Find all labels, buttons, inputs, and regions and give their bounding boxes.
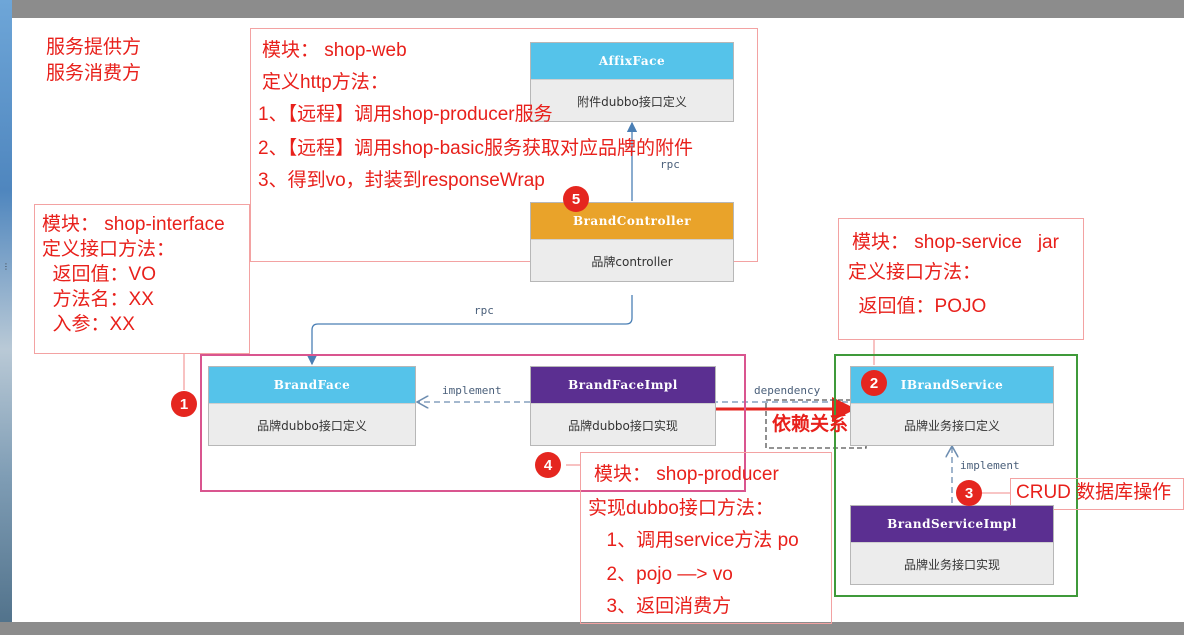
shop-producer-line-2: 实现dubbo接口方法： [588,498,774,519]
rpc-down-line [306,295,633,366]
brandfaceimpl-desc: 品牌dubbo接口实现 [531,403,715,446]
desktop-background-strip [0,0,12,635]
affixface-name: AffixFace [531,43,733,79]
shop-web-line-5: 3、得到vo，封装到responseWrap [258,170,545,191]
shop-web-line-3: 1、【远程】调用shop-producer服务 [258,104,553,125]
dubbo-interface-group-box [200,354,746,492]
rpc-top-label: rpc [660,158,680,171]
brandserviceimpl-name: BrandServiceImpl [851,506,1053,542]
brandface-name: BrandFace [209,367,415,403]
brandface-class: BrandFace 品牌dubbo接口定义 [208,366,416,446]
brandcontroller-name: BrandController [531,203,733,239]
brandface-desc: 品牌dubbo接口定义 [209,403,415,446]
shop-web-line-1: 模块： shop-web [262,40,407,61]
badge-1: 1 [171,391,197,417]
shop-service-line-2: 定义接口方法： [848,262,982,283]
shop-interface-note-box [34,204,250,354]
shop-producer-line-4: 2、pojo —> vo [596,564,733,585]
badge-4: 4 [535,452,561,478]
shop-producer-line-3: 1、调用service方法 po [596,530,799,551]
crud-note: CRUD 数据库操作 [1016,482,1172,503]
brandfaceimpl-class: BrandFaceImpl 品牌dubbo接口实现 [530,366,716,446]
service-group-box [834,354,1078,597]
badge-3: 3 [956,480,982,506]
shop-web-line-4: 2、【远程】调用shop-basic服务获取对应品牌的附件 [258,138,693,159]
shop-service-line-1: 模块： shop-service jar [852,232,1059,253]
shop-interface-line-3: 返回值：VO [42,264,157,285]
ibrandservice-desc: 品牌业务接口定义 [851,403,1053,446]
affixface-desc: 附件dubbo接口定义 [531,79,733,122]
shop-interface-line-4: 方法名：XX [42,289,154,310]
badge-5: 5 [563,186,589,212]
shop-producer-line-1: 模块： shop-producer [594,464,779,485]
shop-producer-note-box [580,452,832,624]
window-top-bar [0,0,1184,18]
dependency-label: dependency [754,384,821,397]
brandfaceimpl-name: BrandFaceImpl [531,367,715,403]
shop-interface-line-2: 定义接口方法： [42,239,176,260]
brandserviceimpl-class: BrandServiceImpl 品牌业务接口实现 [850,505,1054,585]
implement-left-label: implement [442,384,502,397]
service-consumer-text: 服务消费方 [46,63,142,84]
shop-service-line-3: 返回值：POJO [848,296,987,317]
affixface-class: AffixFace 附件dubbo接口定义 [530,42,734,122]
service-provider-text: 服务提供方 [46,37,142,58]
window-bottom-bar [0,622,1184,635]
badge-2: 2 [861,370,887,396]
shop-web-note-box [250,28,758,262]
dependency-note: 依赖关系 [772,414,849,435]
shop-interface-line-5: 入参：XX [42,314,135,335]
brandcontroller-class: BrandController 品牌controller [530,202,734,282]
shop-producer-line-5: 3、返回消费方 [596,596,732,617]
shop-service-note-box [838,218,1084,340]
rpc-mid-label: rpc [474,304,494,317]
side-scroll-indicator-icon: ⋮ [2,262,10,271]
shop-web-line-2: 定义http方法： [262,72,389,93]
diagram-canvas: AffixFace 附件dubbo接口定义 BrandController 品牌… [12,18,1184,624]
implement-right-label: implement [960,459,1020,472]
brandcontroller-desc: 品牌controller [531,239,733,282]
brandserviceimpl-desc: 品牌业务接口实现 [851,542,1053,585]
shop-interface-line-1: 模块： shop-interface [42,214,225,235]
